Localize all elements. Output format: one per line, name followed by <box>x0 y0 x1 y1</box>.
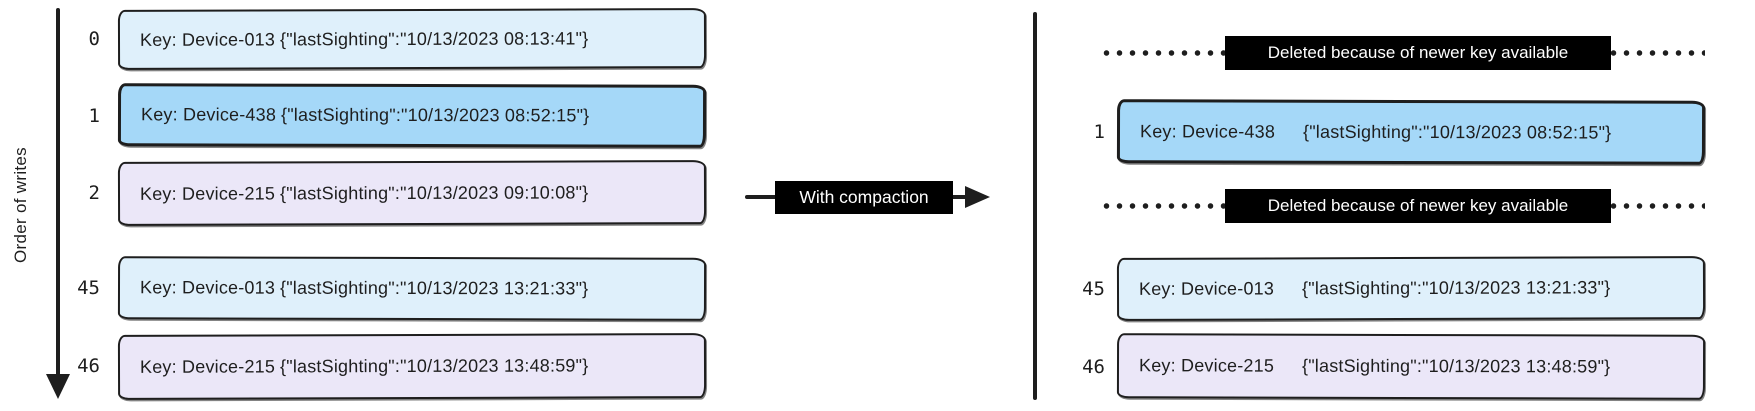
row-index: 46 <box>1082 356 1105 378</box>
with-compaction-label: With compaction <box>775 181 953 214</box>
record-value: {"lastSighting":"10/13/2023 08:52:15"} <box>280 104 590 126</box>
record-value: {"lastSighting":"10/13/2023 08:52:15"} <box>1302 121 1612 143</box>
record-key: Key: Device-013 <box>139 28 276 50</box>
record-row: Key: Device-215 {"lastSighting":"10/13/2… <box>117 160 707 226</box>
arrow-right-icon <box>965 186 990 208</box>
record-value: {"lastSighting":"10/13/2023 09:10:08"} <box>279 181 589 203</box>
record-key: Key: Device-215 <box>139 182 276 204</box>
row-index: 1 <box>88 105 100 127</box>
record-row: Key: Device-013 {"lastSighting":"10/13/2… <box>1116 256 1706 321</box>
record-row: Key: Device-215 {"lastSighting":"10/13/2… <box>117 333 707 400</box>
record-key: Key: Device-438 <box>1139 120 1276 142</box>
deleted-row-label: Deleted because of newer key available <box>1225 36 1611 70</box>
right-axis-line <box>1033 12 1037 400</box>
row-index: 46 <box>77 355 100 377</box>
record-row: Key: Device-013 {"lastSighting":"10/13/2… <box>117 8 707 70</box>
record-value: {"lastSighting":"10/13/2023 13:48:59"} <box>1301 355 1611 377</box>
arrow-down-icon <box>46 374 70 399</box>
order-of-writes-axis-label: Order of writes <box>11 147 30 263</box>
record-key: Key: Device-215 <box>1138 355 1275 376</box>
record-key: Key: Device-013 <box>1138 278 1275 299</box>
record-key: Key: Device-438 <box>140 104 277 125</box>
record-row: Key: Device-215 {"lastSighting":"10/13/2… <box>1116 333 1706 400</box>
row-index: 0 <box>88 28 100 50</box>
record-key: Key: Device-013 <box>139 277 276 298</box>
record-row-highlighted: Key: Device-438 {"lastSighting":"10/13/2… <box>1116 99 1706 165</box>
record-value: {"lastSighting":"10/13/2023 08:13:41"} <box>279 27 589 49</box>
row-index: 45 <box>1082 278 1105 300</box>
row-index: 1 <box>1093 121 1105 143</box>
deleted-row-label: Deleted because of newer key available <box>1225 189 1611 223</box>
record-key: Key: Device-215 <box>139 356 276 377</box>
record-row-highlighted: Key: Device-438 {"lastSighting":"10/13/2… <box>117 83 707 148</box>
record-value: {"lastSighting":"10/13/2023 13:21:33"} <box>1301 277 1611 299</box>
row-index: 2 <box>88 182 100 204</box>
row-index: 45 <box>77 277 100 299</box>
record-value: {"lastSighting":"10/13/2023 13:48:59"} <box>279 355 589 377</box>
order-of-writes-axis-line <box>56 8 60 378</box>
record-row: Key: Device-013 {"lastSighting":"10/13/2… <box>117 256 707 321</box>
record-value: {"lastSighting":"10/13/2023 13:21:33"} <box>279 277 589 299</box>
